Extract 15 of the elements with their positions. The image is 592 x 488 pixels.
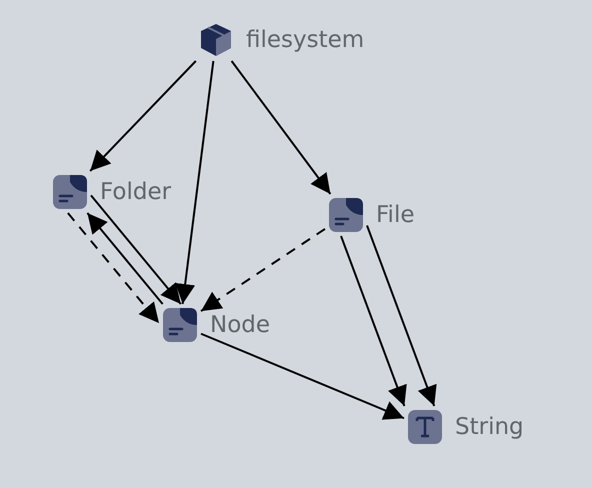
arrow (366, 225, 437, 406)
arrow (340, 236, 407, 406)
arrow (200, 332, 404, 420)
node-label: filesystem (246, 27, 364, 53)
arrow (200, 228, 326, 312)
node-label: String (455, 414, 524, 440)
arrow (230, 60, 332, 195)
node-label: File (376, 202, 414, 228)
arrow (175, 60, 214, 304)
node-label: Folder (100, 179, 172, 205)
node-label: Node (210, 312, 270, 338)
arrow (67, 212, 160, 324)
arrow (89, 60, 197, 172)
arrow (86, 212, 164, 305)
arrow (90, 194, 182, 305)
